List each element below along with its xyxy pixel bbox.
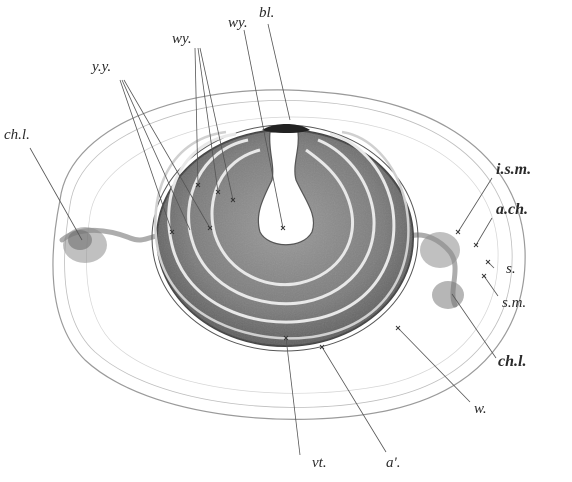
label-chalaza-left: ch.l. bbox=[4, 128, 30, 143]
label-blastoderm: bl. bbox=[259, 6, 274, 21]
label-inner-shell-membrane: i.s.m. bbox=[496, 162, 531, 178]
label-shell: s. bbox=[506, 262, 516, 277]
label-yellow-yolk: y.y. bbox=[92, 60, 111, 75]
label-shell-membrane: s.m. bbox=[502, 296, 526, 311]
chalaza-left bbox=[62, 227, 162, 263]
label-vitelline: vt. bbox=[312, 456, 327, 471]
label-white: w. bbox=[474, 402, 487, 417]
label-chalaza-right: ch.l. bbox=[498, 354, 526, 370]
label-white-yolk-left: wy. bbox=[172, 32, 192, 47]
label-a-prime: a'. bbox=[386, 456, 400, 471]
label-air-chamber: a.ch. bbox=[496, 202, 528, 218]
label-white-yolk-top: wy. bbox=[228, 16, 248, 31]
